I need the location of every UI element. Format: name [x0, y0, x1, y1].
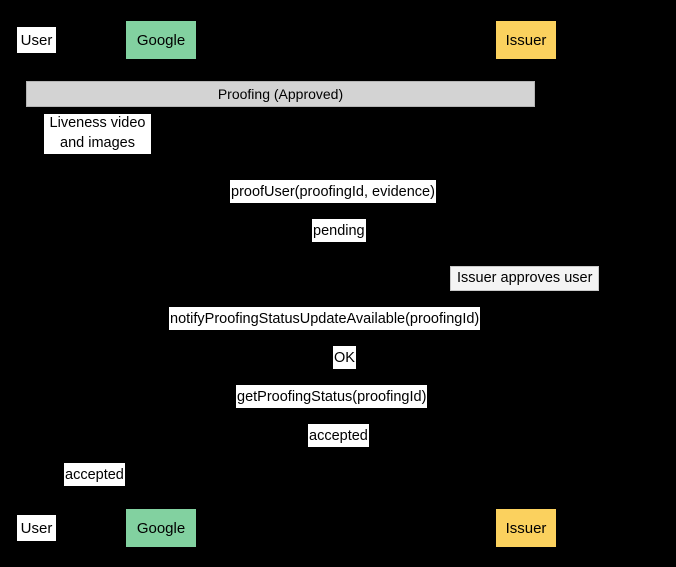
participant-label: Issuer — [505, 31, 547, 49]
participant-label: User — [20, 31, 53, 49]
fragment-bar-label: Proofing (Approved) — [217, 86, 344, 102]
note-line-1: Liveness video — [49, 115, 146, 132]
note-line-2: and images — [60, 134, 135, 151]
participant-header-google[interactable]: Google — [126, 21, 196, 59]
participant-label: Google — [136, 519, 186, 537]
message-pending: pending — [312, 219, 366, 242]
participant-label: Google — [136, 31, 186, 49]
message-ok: OK — [333, 346, 356, 369]
fragment-bar-proofing: Proofing (Approved) — [26, 81, 535, 107]
participant-footer-google[interactable]: Google — [126, 509, 196, 547]
participant-footer-user[interactable]: User — [17, 515, 56, 541]
message-accepted-to-user: accepted — [64, 463, 125, 486]
participant-header-user[interactable]: User — [17, 27, 56, 53]
participant-label: Issuer — [505, 519, 547, 537]
message-notify-proofing-status-update-available: notifyProofingStatusUpdateAvailable(proo… — [169, 307, 481, 330]
participant-header-issuer[interactable]: Issuer — [496, 21, 556, 59]
message-proof-user: proofUser(proofingId, evidence) — [230, 180, 436, 203]
note-issuer-approves-user: Issuer approves user — [450, 266, 600, 291]
participant-footer-issuer[interactable]: Issuer — [496, 509, 556, 547]
participant-label: User — [20, 519, 53, 537]
message-accepted-to-google: accepted — [308, 424, 369, 447]
note-liveness-media: Liveness video and images — [44, 114, 151, 154]
message-get-proofing-status: getProofingStatus(proofingId) — [236, 385, 428, 408]
